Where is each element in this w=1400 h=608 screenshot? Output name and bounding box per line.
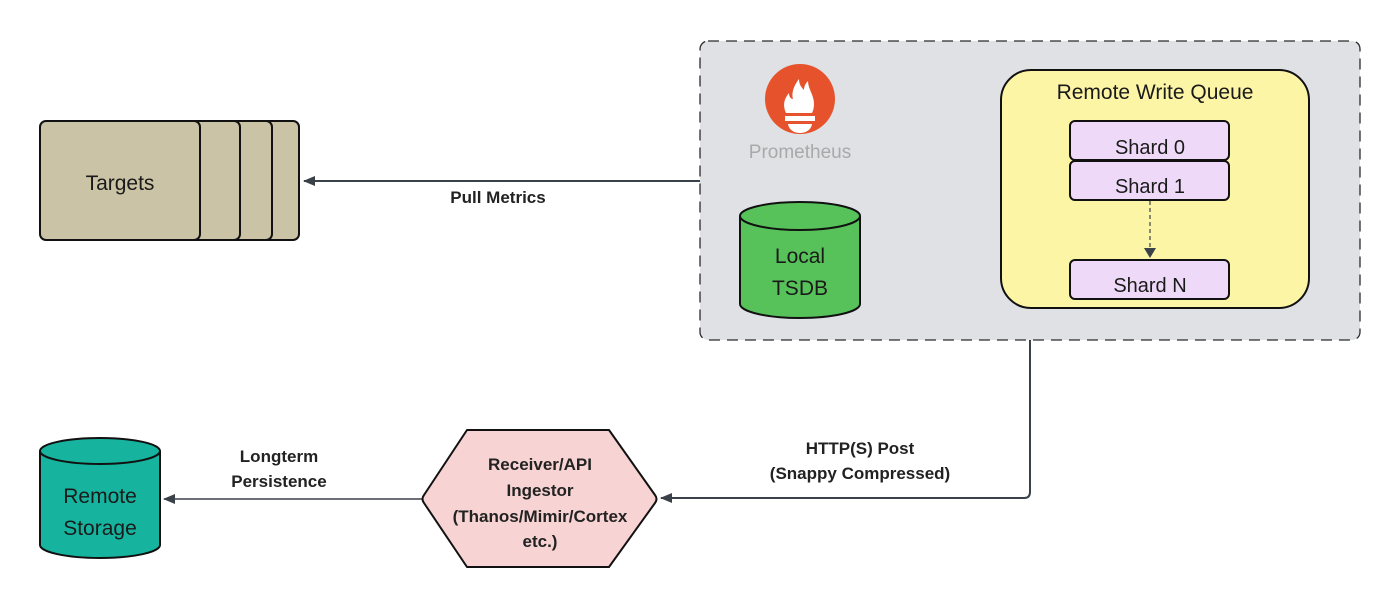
targets-node[interactable]: Targets	[39, 120, 300, 241]
remote-storage-node[interactable]: Remote Storage	[39, 437, 161, 559]
receiver-label-line2: Ingestor	[506, 481, 573, 500]
longterm-label-line2: Persistence	[231, 472, 326, 491]
longterm-label-line1: Longterm	[240, 447, 318, 466]
local-tsdb-node[interactable]: Local TSDB	[739, 201, 861, 319]
prometheus-flame-icon	[765, 64, 835, 134]
shard-n[interactable]: Shard N	[1069, 259, 1230, 300]
receiver-label-line4: etc.)	[523, 532, 558, 551]
prometheus-label: Prometheus	[749, 142, 851, 163]
shard-1[interactable]: Shard 1	[1069, 160, 1230, 201]
remote-write-queue-title: Remote Write Queue	[1057, 81, 1254, 104]
receiver-ingestor-node[interactable]: Receiver/API Ingestor (Thanos/Mimir/Cort…	[421, 429, 658, 568]
targets-front-box	[39, 120, 201, 241]
targets-label: Targets	[86, 172, 155, 195]
receiver-label-line1: Receiver/API	[488, 455, 592, 474]
http-post-label-line2: (Snappy Compressed)	[770, 464, 950, 483]
pull-metrics-label: Pull Metrics	[450, 188, 545, 207]
edge-http-post	[660, 340, 1031, 503]
receiver-label-line3: (Thanos/Mimir/Cortex	[453, 507, 628, 526]
shard-1-label: Shard 1	[1115, 176, 1185, 198]
remote-write-queue[interactable]: Remote Write Queue Shard 0 Shard 1 Shard…	[1000, 69, 1310, 309]
http-post-label-line1: HTTP(S) Post	[806, 439, 915, 458]
remote-storage-label-line1: Remote	[63, 485, 137, 508]
local-tsdb-label-line2: TSDB	[772, 277, 828, 300]
remote-storage-label-line2: Storage	[63, 517, 137, 540]
local-tsdb-label-line1: Local	[775, 245, 825, 268]
shard-0[interactable]: Shard 0	[1069, 120, 1230, 161]
shard-n-label: Shard N	[1113, 275, 1186, 297]
shard-0-label: Shard 0	[1115, 137, 1185, 159]
prometheus-logo: Prometheus	[749, 64, 851, 163]
